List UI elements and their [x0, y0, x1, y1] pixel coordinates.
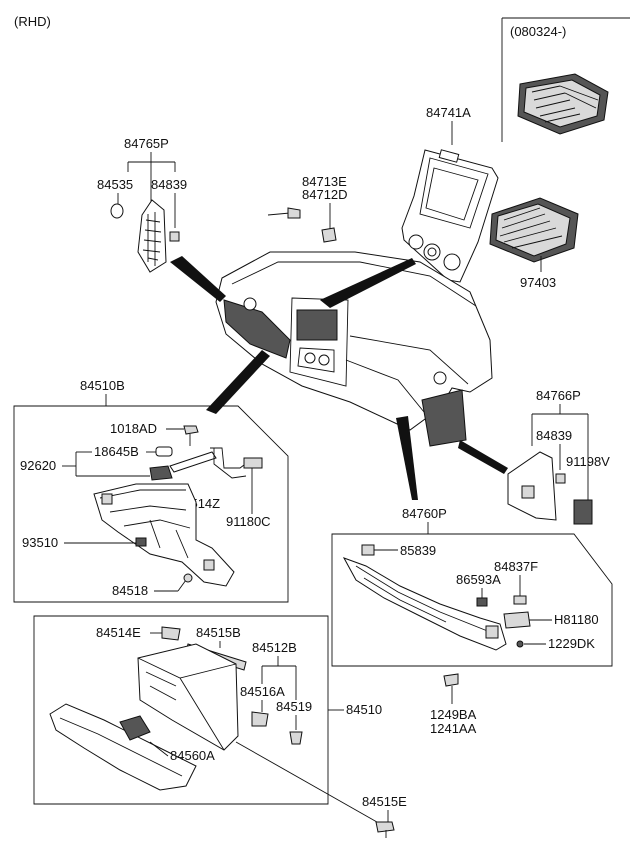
side-trim-panel	[137, 199, 180, 273]
bolt-1249BA	[443, 673, 459, 704]
label-84515E: 84515E	[362, 794, 407, 809]
label-1018AD: 1018AD	[110, 421, 157, 436]
clip-1018AD	[183, 425, 199, 446]
label-84510B: 84510B	[80, 378, 125, 393]
label-84512B: 84512B	[252, 640, 297, 655]
leader-84741A	[320, 258, 416, 308]
clip-84535	[110, 203, 124, 219]
latch-84560A	[119, 715, 151, 741]
box-84510B	[13, 405, 289, 603]
label-84510: 84510	[346, 702, 382, 717]
label-84514E: 84514E	[96, 625, 141, 640]
label-84760P: 84760P	[402, 506, 447, 521]
switch-93510	[135, 537, 147, 547]
lamp-92620	[149, 465, 173, 481]
label-1249BA: 1249BA	[430, 707, 477, 722]
harness-91180C	[210, 447, 263, 514]
date-code: (080324-)	[510, 24, 566, 39]
side-trim-right	[507, 451, 593, 525]
label-84839-right: 84839	[536, 428, 572, 443]
label-84839-left: 84839	[151, 177, 187, 192]
label-91198V: 91198V	[566, 454, 610, 469]
box-84510	[33, 615, 329, 805]
glovebox-bin-84512B	[137, 643, 239, 751]
label-1229DK: 1229DK	[548, 636, 595, 651]
clip-85839	[361, 544, 375, 556]
label-84741A: 84741A	[426, 105, 471, 120]
glovebox-lid-84510	[49, 703, 197, 791]
label-97403: 97403	[520, 275, 556, 290]
rod-84514Z	[169, 451, 217, 473]
box-84760P	[331, 533, 613, 667]
clip-86593A	[476, 597, 488, 607]
screw-84713E	[267, 207, 301, 219]
damper-84519	[289, 731, 303, 745]
center-fascia-panel	[401, 149, 499, 283]
pin-84518	[177, 573, 193, 592]
leader-84510B	[206, 350, 270, 414]
vent-97403	[489, 197, 579, 263]
leader-84765P	[170, 256, 226, 302]
center-stack-dark	[296, 309, 338, 341]
label-84516A: 84516A	[240, 684, 285, 699]
label-84713E: 84713E	[302, 174, 347, 189]
pad-84514E	[161, 626, 181, 641]
clip-84837F	[513, 595, 527, 605]
vent-assembly-new	[517, 73, 609, 135]
label-86593A: 86593A	[456, 572, 501, 587]
label-84766P: 84766P	[536, 388, 581, 403]
lower-panel-84760P	[342, 557, 507, 651]
bolt-84515E	[375, 821, 395, 838]
screw-1229DK	[516, 640, 524, 648]
label-84518: 84518	[112, 583, 148, 598]
bracket-H81180	[503, 611, 531, 629]
pad-91198V	[573, 499, 593, 525]
glovebox-housing-84510B	[93, 483, 235, 587]
bracket-84712D	[321, 227, 337, 243]
bulb-18645B	[155, 446, 173, 457]
label-1241AA: 1241AA	[430, 721, 477, 736]
label-84519: 84519	[276, 699, 312, 714]
label-85839: 85839	[400, 543, 436, 558]
label-84535: 84535	[97, 177, 133, 192]
label-93510: 93510	[22, 535, 58, 550]
label-84712D: 84712D	[302, 187, 348, 202]
stopper-84516A	[251, 711, 269, 727]
label-H81180: H81180	[554, 612, 599, 627]
clip-84839-left	[169, 231, 180, 242]
label-84560A: 84560A	[170, 748, 215, 763]
inset-date-box: (080324-)	[501, 17, 630, 142]
leader-84760P	[396, 416, 418, 500]
variant-note: (RHD)	[14, 14, 51, 29]
label-84515B: 84515B	[196, 625, 241, 640]
dashboard-assembly	[215, 251, 493, 447]
label-18645B: 18645B	[94, 444, 139, 459]
label-91180C: 91180C	[226, 514, 271, 529]
clip-84839-right	[555, 473, 566, 484]
label-84837F: 84837F	[494, 559, 538, 574]
label-92620: 92620	[20, 458, 56, 473]
leader-84515E	[235, 741, 385, 827]
label-84765P: 84765P	[124, 136, 169, 151]
leader-84766P	[458, 440, 508, 474]
